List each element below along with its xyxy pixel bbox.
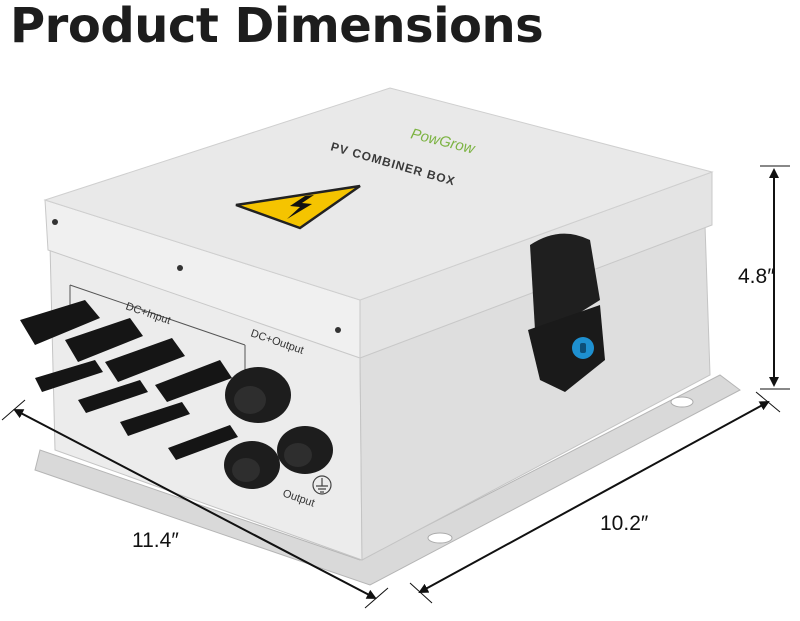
screw-icon bbox=[335, 327, 341, 333]
dimension-height-label: 4.8″ bbox=[738, 265, 775, 288]
dimension-width-label: 10.2″ bbox=[600, 512, 649, 535]
lightning-bolt-icon bbox=[287, 195, 314, 219]
screw-icon bbox=[52, 219, 58, 225]
dimension-length: 11.4″ bbox=[1, 399, 389, 609]
latch bbox=[528, 233, 605, 392]
screw-icon bbox=[177, 265, 183, 271]
dimension-length-label: 11.4″ bbox=[132, 529, 179, 552]
warning-triangle-icon bbox=[235, 184, 361, 230]
dimension-width: 10.2″ bbox=[409, 391, 781, 604]
page-title: Product Dimensions bbox=[10, 0, 544, 54]
lid-top bbox=[43, 87, 714, 301]
dimension-height: 4.8″ bbox=[738, 165, 790, 390]
